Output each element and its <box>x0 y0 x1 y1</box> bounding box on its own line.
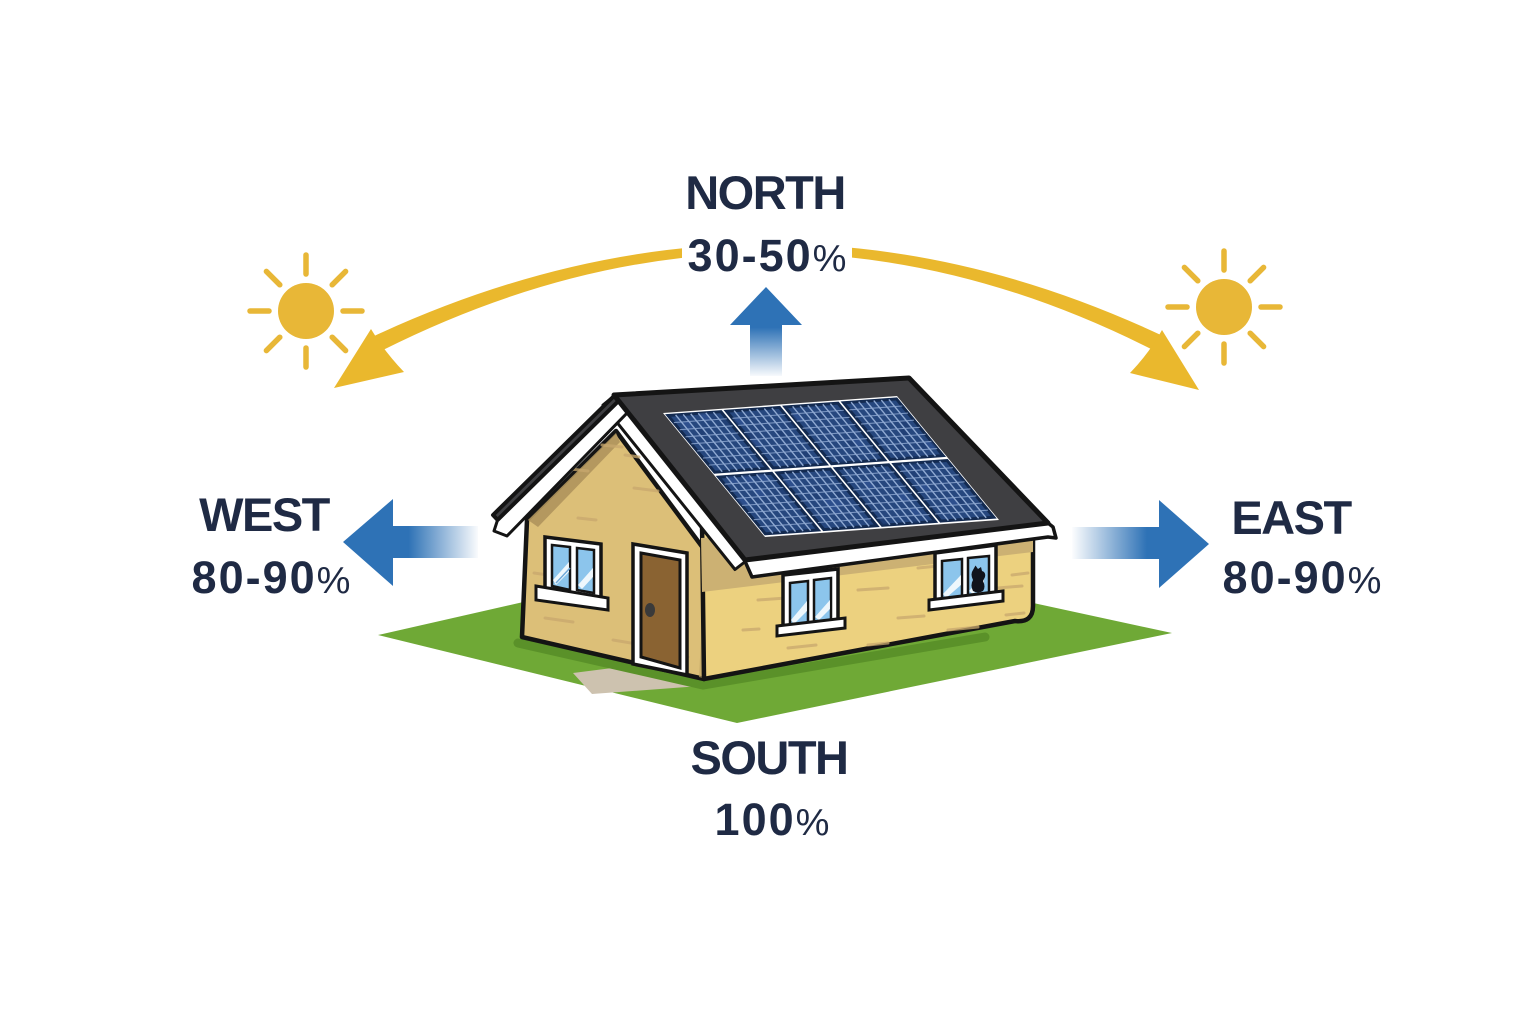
svg-text:30-50%: 30-50% <box>688 230 849 281</box>
svg-text:WEST: WEST <box>199 488 331 541</box>
svg-text:EAST: EAST <box>1231 491 1352 544</box>
svg-text:SOUTH: SOUTH <box>691 731 848 784</box>
svg-text:100%: 100% <box>715 794 832 845</box>
svg-text:NORTH: NORTH <box>685 166 845 219</box>
svg-text:80-90%: 80-90% <box>1223 552 1384 603</box>
svg-text:80-90%: 80-90% <box>192 552 353 603</box>
